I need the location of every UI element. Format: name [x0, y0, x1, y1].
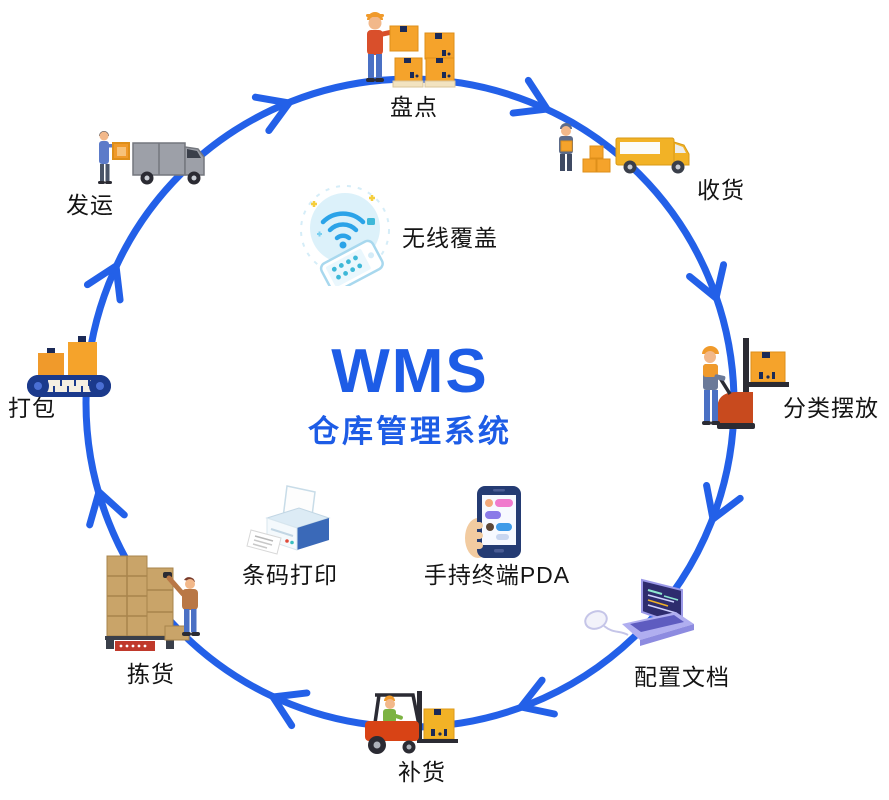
worker-counting-boxes-icon	[366, 12, 456, 88]
pallet-stacker-icon	[702, 338, 789, 429]
diagram-subtitle: 仓库管理系统	[308, 414, 512, 449]
delivery-truck-unloading-icon	[559, 123, 690, 174]
handheld-pda-icon	[465, 486, 521, 558]
node-inventory-count-label: 盘点	[390, 94, 438, 120]
node-shipping-label: 发运	[66, 192, 114, 218]
conveyor-packing-icon	[27, 336, 111, 397]
van-loading-icon	[98, 131, 205, 185]
node-replenishment-label: 补货	[398, 759, 446, 785]
node-wireless-coverage-label: 无线覆盖	[402, 225, 498, 251]
barcode-printer-icon	[246, 485, 331, 555]
node-config-docs-label: 配置文档	[634, 664, 730, 690]
node-packing-label: 打包	[8, 395, 56, 421]
node-picking	[103, 548, 208, 653]
node-barcode-printing	[243, 478, 343, 562]
worker-picking-stack-icon	[105, 555, 200, 651]
node-wireless-coverage	[293, 178, 398, 286]
node-shipping	[80, 123, 220, 188]
node-sorting-placement-label: 分类摆放	[783, 395, 879, 421]
forklift-icon	[365, 691, 458, 754]
node-barcode-printing-label: 条码打印	[242, 562, 338, 588]
node-packing	[25, 333, 117, 401]
node-inventory-count	[358, 2, 463, 92]
laptop-config-icon	[584, 578, 694, 646]
node-receiving-label: 收货	[697, 177, 745, 203]
node-sorting-placement	[693, 338, 793, 443]
node-handheld-pda-label: 手持终端PDA	[423, 562, 571, 588]
node-picking-label: 拣货	[127, 661, 175, 687]
node-config-docs	[578, 568, 713, 656]
node-receiving	[552, 118, 697, 190]
node-handheld-pda	[463, 478, 548, 563]
wifi-phone-icon	[300, 185, 390, 286]
diagram-title: WMS	[331, 337, 489, 406]
node-replenishment	[353, 683, 468, 758]
